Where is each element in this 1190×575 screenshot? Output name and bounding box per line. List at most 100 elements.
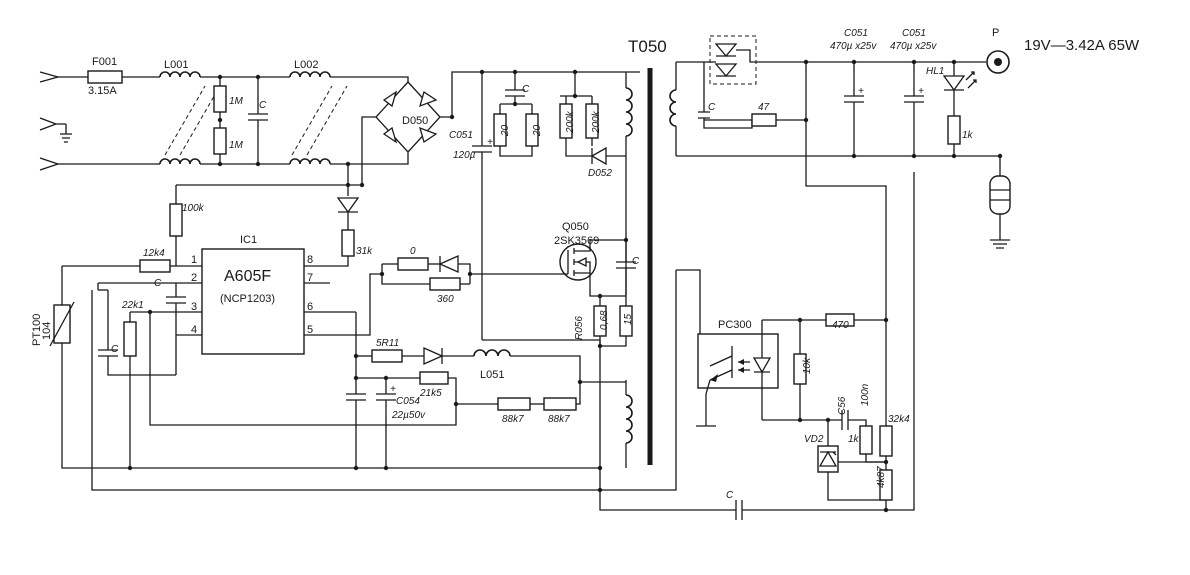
resistor-22k1 bbox=[123, 321, 137, 357]
l001-label: L001 bbox=[164, 59, 188, 71]
c-out-2-value: 470µ x25v bbox=[890, 41, 937, 52]
r470-label: 470 bbox=[832, 320, 849, 331]
c-drain-label: C bbox=[632, 256, 640, 267]
c051-label: C051 bbox=[449, 130, 473, 141]
ic-equiv-label: (NCP1203) bbox=[220, 293, 275, 305]
feedback-loop bbox=[600, 269, 893, 513]
pt100-value-label: 104 bbox=[41, 322, 53, 340]
ic-pin-6: 6 bbox=[307, 301, 313, 313]
resistor-1k-comp bbox=[859, 425, 873, 455]
ground-input-arrow bbox=[39, 117, 58, 131]
c-timing-label: C bbox=[111, 344, 119, 355]
resistor-1m-a bbox=[213, 85, 227, 113]
r1m-a-label: 1M bbox=[229, 96, 244, 107]
r360-label: 360 bbox=[437, 294, 454, 305]
fuse-ref-label: F001 bbox=[92, 56, 117, 68]
resistor-31k bbox=[341, 229, 355, 257]
capacitor-output-2 bbox=[904, 62, 924, 156]
ic-pin-5: 5 bbox=[307, 324, 313, 336]
resistor-12k4 bbox=[139, 259, 171, 273]
capacitor-x bbox=[248, 77, 268, 164]
hl1-label: HL1 bbox=[926, 66, 944, 77]
earth-ground-icon bbox=[56, 123, 72, 143]
r20-b-label: 20 bbox=[532, 124, 543, 137]
c051-value: 120µ bbox=[453, 150, 476, 161]
fuse-f001 bbox=[87, 70, 123, 84]
capacitor-output-1 bbox=[844, 62, 864, 156]
l002-label: L002 bbox=[294, 59, 318, 71]
cx-label: C bbox=[259, 100, 267, 111]
ic-pin-8: 8 bbox=[307, 254, 313, 266]
r32k4-label: 32k4 bbox=[888, 414, 910, 425]
r31k-label: 31k bbox=[356, 246, 373, 257]
r4k87-label: 4k87 bbox=[876, 466, 887, 488]
r22k1-label: 22k1 bbox=[121, 300, 144, 311]
c-out-2-plus: + bbox=[918, 86, 924, 97]
capacitor-snubber bbox=[505, 72, 525, 104]
r1k-led-label: 1k bbox=[962, 130, 974, 141]
d050-label: D050 bbox=[402, 115, 428, 127]
resistor-100k bbox=[169, 203, 183, 237]
c051-plus: + bbox=[487, 137, 493, 148]
pt100-ref-label: PT100 bbox=[31, 314, 43, 346]
ic-pin-1: 1 bbox=[191, 254, 197, 266]
resistor-21k5 bbox=[419, 371, 449, 385]
fuse-value-label: 3.15A bbox=[88, 85, 117, 97]
choke-l001-top bbox=[159, 71, 201, 78]
diode-d052 bbox=[590, 146, 607, 166]
r88k7-a-label: 88k7 bbox=[502, 414, 524, 425]
ic-pin-2: 2 bbox=[191, 272, 197, 284]
r200k-a-label: 200k bbox=[565, 110, 576, 134]
c054-plus: + bbox=[390, 384, 396, 395]
d052-label: D052 bbox=[588, 168, 612, 179]
c-snubber-label: C bbox=[522, 84, 530, 95]
primary-bulk bbox=[472, 69, 626, 340]
r056-value-label: 0,68 bbox=[599, 310, 610, 330]
r1m-b-label: 1M bbox=[229, 140, 244, 151]
c56-ref-label: C56 bbox=[837, 396, 848, 415]
diode-startup bbox=[336, 197, 360, 214]
resistor-88k7-b bbox=[543, 397, 577, 411]
c054-value-label: 22µ50v bbox=[391, 410, 426, 421]
c-pin2-label: C bbox=[154, 278, 162, 289]
output-rating-label: 19V—3.42A 65W bbox=[1024, 37, 1140, 54]
r21k5-label: 21k5 bbox=[419, 388, 442, 399]
aux-supply bbox=[346, 346, 736, 511]
resistor-5r11 bbox=[371, 349, 403, 363]
diode-aux bbox=[423, 346, 444, 366]
r5r11-label: 5R11 bbox=[376, 338, 399, 349]
r88k7-b-label: 88k7 bbox=[548, 414, 570, 425]
r0-label: 0 bbox=[410, 246, 416, 257]
r200k-b-label: 200k bbox=[591, 110, 602, 134]
ic-pin-7: 7 bbox=[307, 272, 313, 284]
secondary-rectifier bbox=[676, 35, 1011, 320]
c054-ref-label: C054 bbox=[396, 396, 420, 407]
l051-label: L051 bbox=[480, 369, 504, 381]
ac-input-arrow-2 bbox=[39, 157, 61, 171]
ac-input-arrow-1 bbox=[39, 71, 61, 83]
ic-ref-label: IC1 bbox=[240, 234, 257, 246]
connector-p-label: P bbox=[992, 27, 999, 39]
transformer-label: T050 bbox=[628, 37, 667, 56]
r47-label: 47 bbox=[758, 102, 770, 113]
capacitor-c051-bulk bbox=[472, 72, 492, 340]
ic1-controller bbox=[49, 161, 600, 491]
c-y-label: C bbox=[726, 490, 734, 501]
diode-gate bbox=[438, 254, 459, 274]
c56-value-label: 100n bbox=[860, 383, 871, 406]
y-capacitor bbox=[735, 172, 915, 520]
c-out-2-ref: C051 bbox=[902, 28, 926, 39]
resistor-32k4 bbox=[879, 425, 893, 457]
labels: 19V—3.42A 65W P T050 F001 3.15A L001 L00… bbox=[31, 27, 1140, 501]
r12k4-label: 12k4 bbox=[143, 248, 165, 259]
resistor-1m-b bbox=[213, 127, 227, 155]
c-snubber-sec-label: C bbox=[708, 102, 716, 113]
resistor-360 bbox=[429, 277, 461, 291]
choke-l002-top bbox=[289, 71, 331, 78]
ic-pin-4: 4 bbox=[191, 324, 197, 336]
resistor-88k7-a bbox=[497, 397, 531, 411]
output-ground-icon bbox=[990, 214, 1010, 249]
input-filter bbox=[39, 70, 409, 171]
resistor-47 bbox=[751, 113, 777, 127]
r100k-label: 100k bbox=[182, 203, 205, 214]
